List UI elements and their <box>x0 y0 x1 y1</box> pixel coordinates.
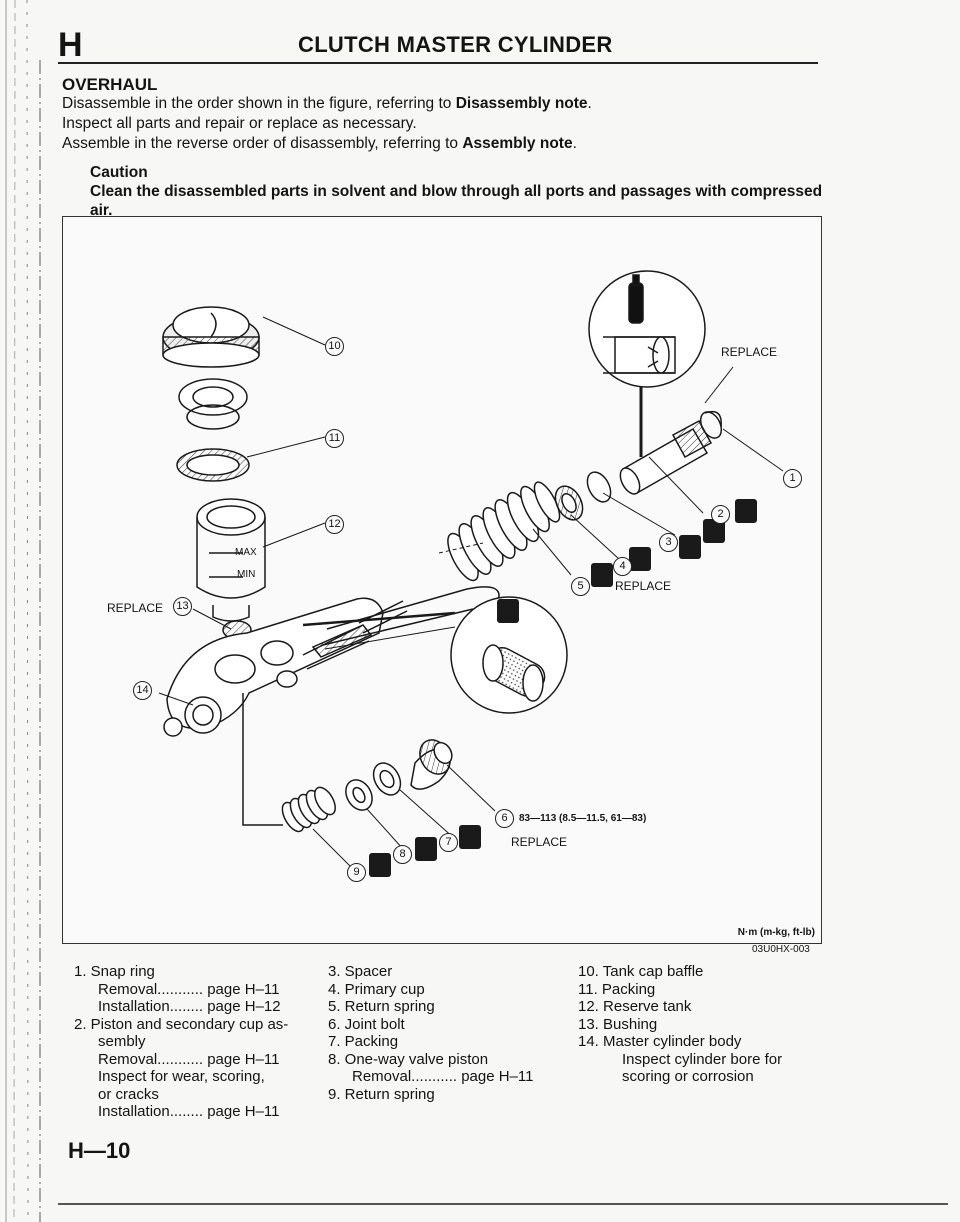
figure-code: 03U0HX-003 <box>752 944 810 955</box>
legend-item-13: 13. Bushing <box>578 1015 658 1033</box>
legend-column-3: 10. Tank cap baffle 11. Packing 12. Rese… <box>578 963 782 1086</box>
replace-label-boot: REPLACE <box>615 579 672 593</box>
callout-3: 3 <box>659 533 678 552</box>
legend-sub: Removal........... page H–11 <box>98 980 280 998</box>
torque-spec: 83—113 (8.5—11.5, 61—83) <box>519 813 647 824</box>
overhaul-heading: OVERHAUL <box>62 75 158 94</box>
legend-item-6: 6. Joint bolt <box>328 1015 405 1033</box>
callout-4: 4 <box>613 557 632 576</box>
replace-label-bushing: REPLACE <box>107 601 164 615</box>
bottom-rule <box>58 1203 948 1205</box>
callout-1: 1 <box>783 469 802 488</box>
legend-item-9: 9. Return spring <box>328 1085 435 1103</box>
section-letter: H <box>58 26 83 64</box>
exploded-view-diagram: 10 11 12 13 14 1 2 3 4 5 6 7 8 9 REPLACE… <box>62 216 822 944</box>
legend-item-10: 10. Tank cap baffle <box>578 963 704 980</box>
intro-line-3: Assemble in the reverse order of disasse… <box>62 135 577 152</box>
callout-12: 12 <box>325 515 344 534</box>
legend-item-4: 4. Primary cup <box>328 980 425 998</box>
legend-sub: Installation........ page H–12 <box>98 998 281 1015</box>
legend-item-14: 14. Master cylinder body <box>578 1033 742 1050</box>
intro-text: Disassemble in the order shown in the fi… <box>62 94 592 154</box>
caution-block: Caution Clean the disassembled parts in … <box>90 163 822 220</box>
reservoir-min-mark: MIN <box>237 569 256 580</box>
caution-line-1: Clean the disassembled parts in solvent … <box>90 183 823 200</box>
replace-label-packing: REPLACE <box>511 835 568 849</box>
legend-column-1: 1. Snap ring Removal........... page H–1… <box>74 963 288 1121</box>
assembly-note-ref: Assembly note <box>462 135 573 152</box>
callout-14: 14 <box>133 681 152 700</box>
legend-item-11: 11. Packing <box>578 980 656 998</box>
legend-sub: Removal........... page H–11 <box>98 1050 280 1068</box>
callout-5: 5 <box>571 577 590 596</box>
diagram-illustration <box>158 270 784 877</box>
callout-2: 2 <box>711 505 730 524</box>
legend-sub: scoring or corrosion <box>622 1068 754 1085</box>
legend-sub: Removal........... page H–11 <box>352 1068 534 1085</box>
page-number: H—10 <box>68 1138 131 1163</box>
units-note: N·m (m-kg, ft-lb) <box>737 927 815 938</box>
caution-line-2: air. <box>90 202 113 219</box>
legend-item-7: 7. Packing <box>328 1033 399 1050</box>
legend-sub: Inspect cylinder bore for <box>622 1050 783 1068</box>
reservoir-max-mark: MAX <box>235 547 257 558</box>
legend-item-3: 3. Spacer <box>328 963 393 980</box>
legend-item-12: 12. Reserve tank <box>578 998 692 1015</box>
legend-sub: sembly <box>98 1033 146 1050</box>
callout-10: 10 <box>325 337 344 356</box>
legend-item-8: 8. One-way valve piston <box>328 1050 489 1068</box>
legend-sub: Installation........ page H–11 <box>98 1103 280 1120</box>
legend-item-1: 1. Snap ring <box>74 963 155 980</box>
callout-6: 6 <box>495 809 514 828</box>
legend-item-5: 5. Return spring <box>328 998 435 1015</box>
legend-item-2: 2. Piston and secondary cup as- <box>74 1015 289 1033</box>
intro-line-1: Disassemble in the order shown in the fi… <box>62 95 592 112</box>
page-title: CLUTCH MASTER CYLINDER <box>298 32 613 57</box>
callout-8: 8 <box>393 845 412 864</box>
caution-heading: Caution <box>90 164 148 181</box>
legend-column-2: 3. Spacer 4. Primary cup 5. Return sprin… <box>328 963 533 1103</box>
callout-13: 13 <box>173 597 192 616</box>
callout-7: 7 <box>439 833 458 852</box>
legend-sub: or cracks <box>98 1085 159 1103</box>
intro-line-2: Inspect all parts and repair or replace … <box>62 115 417 132</box>
title-rule <box>58 62 818 64</box>
legend-sub: Inspect for wear, scoring, <box>98 1068 265 1085</box>
callout-9: 9 <box>347 863 366 882</box>
replace-label-snap-ring: REPLACE <box>721 345 778 359</box>
callout-11: 11 <box>325 429 344 448</box>
binding-edge <box>5 0 41 1222</box>
disassembly-note-ref: Disassembly note <box>455 95 588 112</box>
